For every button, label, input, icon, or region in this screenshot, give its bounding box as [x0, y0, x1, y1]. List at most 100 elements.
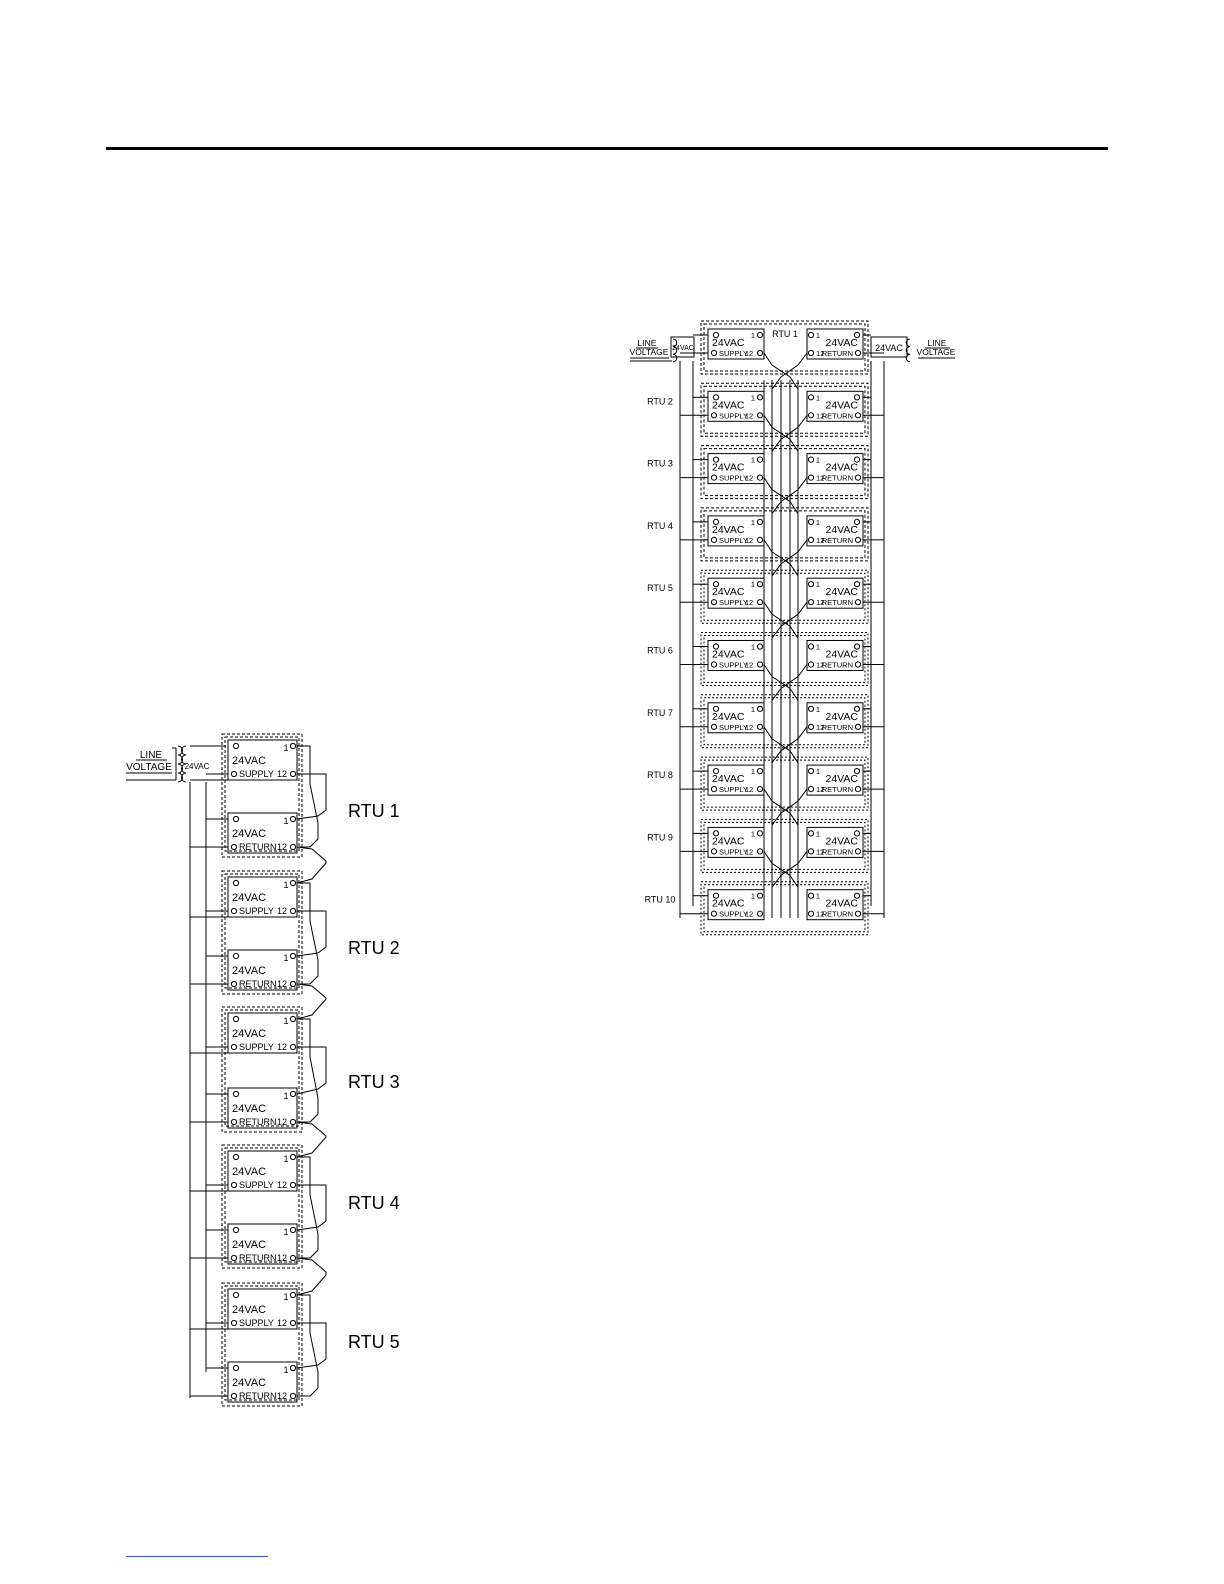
terminal-o-icon — [230, 1118, 238, 1126]
terminal-o-icon — [854, 848, 862, 855]
line-voltage-word: LINE — [140, 750, 163, 761]
rtu-label: RTU 1 — [348, 801, 400, 821]
terminal-o-icon — [853, 892, 861, 899]
module-box — [227, 1012, 298, 1054]
terminal-o-icon — [712, 331, 720, 339]
module-box — [707, 826, 765, 858]
footer-link-underline[interactable] — [126, 1556, 268, 1557]
terminal-o-icon — [712, 768, 720, 775]
rtu-label: RTU 3 — [647, 459, 673, 469]
rtu-enclosure — [221, 1006, 303, 1133]
terminal-icon — [756, 536, 764, 544]
rtu-enclosure — [700, 881, 869, 936]
terminal-icon — [289, 1291, 297, 1299]
terminal-icon — [756, 518, 764, 526]
terminal-12-label: 12 — [745, 785, 753, 794]
terminal-1-label: 1 — [751, 393, 755, 402]
rtu-label: RTU 1 — [772, 329, 798, 339]
terminal-icon — [289, 1043, 297, 1051]
rtu-label: RTU 5 — [348, 1332, 400, 1352]
module-voltage-label: 24VAC — [826, 711, 859, 723]
module-function-label: RETURN — [822, 411, 853, 420]
terminal-icon — [807, 456, 815, 463]
module-box — [707, 702, 765, 734]
terminal-o-icon — [853, 456, 861, 463]
jumper-wire — [297, 1156, 319, 1259]
module-voltage-label: 24VAC — [826, 462, 859, 474]
terminal-o-icon — [710, 723, 718, 730]
terminal-icon — [289, 1364, 297, 1372]
module-box — [227, 1361, 298, 1403]
module-function-label: RETURN — [822, 847, 853, 856]
jumper-wire — [296, 1322, 327, 1369]
crossover-wire — [771, 539, 808, 577]
terminal-12-label: 12 — [745, 910, 753, 919]
terminal-icon — [756, 643, 764, 650]
module-box — [227, 812, 298, 854]
terminal-icon — [807, 892, 815, 899]
rtu-enclosure-inner — [703, 697, 866, 746]
terminal-o-icon — [854, 910, 862, 917]
terminal-o-icon — [853, 394, 861, 401]
terminal-1-label: 1 — [751, 767, 755, 776]
jumper-wire — [297, 882, 319, 985]
module-function-label: SUPPLY — [719, 847, 748, 856]
crossover-wire — [771, 788, 808, 826]
terminal-icon — [807, 349, 815, 357]
module-function-label: RETURN — [239, 842, 277, 852]
module-box — [806, 328, 864, 360]
module-box — [707, 577, 765, 609]
terminal-1-label: 1 — [816, 892, 820, 901]
module-voltage-label: 24VAC — [826, 399, 859, 411]
terminal-1-label: 1 — [816, 518, 820, 527]
terminal-12-label: 12 — [816, 785, 824, 794]
module-box — [806, 889, 864, 921]
terminal-o-icon — [710, 412, 718, 419]
terminal-12-label: 12 — [816, 474, 824, 483]
terminal-1-label: 1 — [751, 331, 755, 340]
terminal-o-icon — [854, 412, 862, 419]
terminal-12-label: 12 — [745, 723, 753, 732]
module-box — [227, 949, 298, 991]
rtu-label: RTU 4 — [647, 521, 673, 531]
rtu-enclosure — [700, 694, 869, 749]
rtu-enclosure-inner — [703, 635, 866, 683]
module-function-label: SUPPLY — [719, 598, 748, 607]
terminal-o-icon — [710, 910, 718, 917]
module-voltage-label: 24VAC — [712, 337, 745, 349]
module-voltage-label: 24VAC — [712, 462, 745, 474]
transformer-label: 24VAC — [875, 343, 903, 353]
terminal-o-icon — [230, 1181, 238, 1189]
terminal-icon — [756, 830, 764, 837]
module-voltage-label: 24VAC — [232, 1377, 266, 1389]
module-box — [707, 390, 765, 422]
module-box — [707, 515, 765, 547]
cross-link-wire — [296, 983, 327, 1020]
line-voltage-word: LINE — [638, 338, 657, 348]
module-function-label: RETURN — [822, 349, 853, 358]
jumper-wire — [297, 745, 319, 848]
rtu-enclosure — [700, 569, 869, 624]
terminal-1-label: 1 — [751, 456, 755, 465]
terminal-icon — [289, 770, 297, 778]
module-voltage-label: 24VAC — [712, 835, 745, 847]
module-function-label: RETURN — [822, 598, 853, 607]
rtu-label: RTU 2 — [647, 396, 673, 406]
terminal-icon — [807, 474, 815, 481]
module-box — [707, 453, 765, 485]
terminal-12-label: 12 — [277, 842, 287, 852]
module-box — [806, 577, 864, 609]
rtu-enclosure-inner — [703, 448, 866, 497]
terminal-o-icon — [712, 581, 720, 588]
module-function-label: SUPPLY — [239, 1318, 274, 1328]
terminal-12-label: 12 — [816, 411, 824, 420]
terminal-12-label: 12 — [816, 349, 824, 358]
terminal-1-label: 1 — [816, 705, 820, 714]
terminal-12-label: 12 — [277, 1117, 287, 1127]
